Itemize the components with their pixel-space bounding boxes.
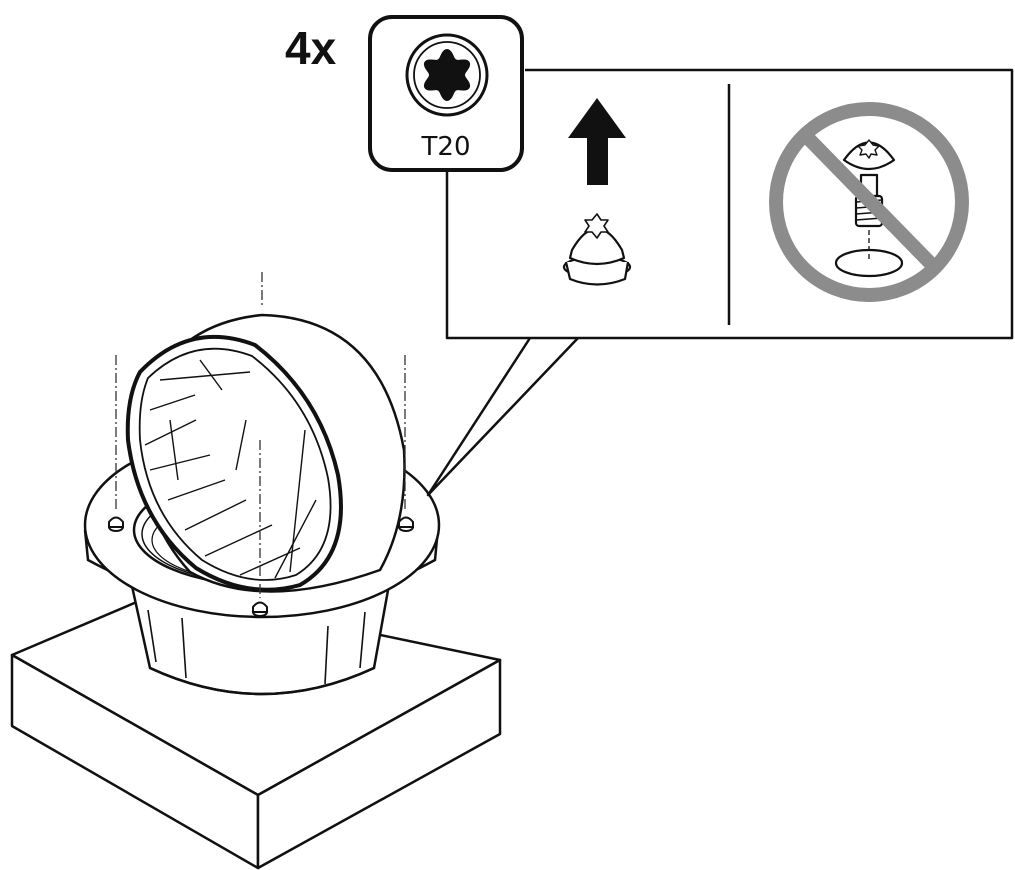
flange-screw	[108, 516, 124, 532]
hood-dome	[125, 313, 406, 593]
torx-screw-head-icon	[562, 213, 632, 286]
torx-star-icon	[423, 49, 471, 101]
flange-screws	[108, 516, 414, 617]
no-screw-removal-icon	[769, 102, 969, 302]
screw-guide-lines	[115, 272, 406, 598]
arrow-up-icon	[568, 98, 626, 185]
callout-panel	[426, 68, 1014, 497]
tool-label: T20	[421, 132, 471, 162]
tool-badge: T20	[368, 15, 524, 172]
flange-screw	[398, 516, 414, 532]
quantity-label: 4x	[285, 22, 337, 74]
flange-screw	[252, 601, 268, 617]
